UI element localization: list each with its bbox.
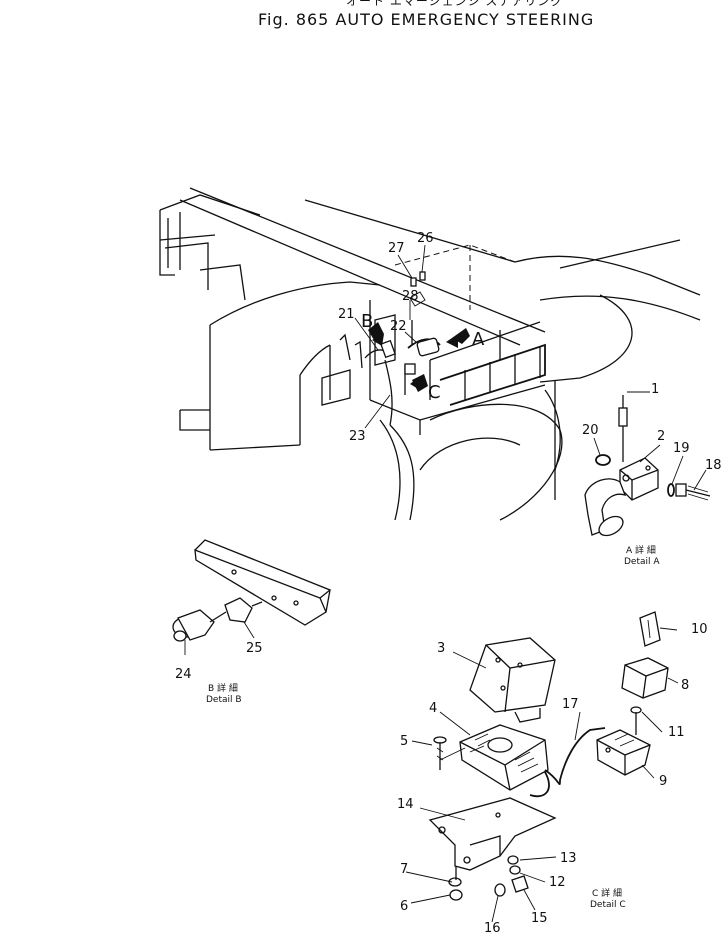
detail-b-caption: Detail B — [206, 695, 242, 705]
view-letter-a: A — [472, 329, 485, 350]
callout-18: 18 — [705, 458, 722, 473]
detail-a-drawing — [584, 391, 711, 537]
callout-22: 22 — [390, 319, 407, 334]
detail-c-caption: Detail C — [590, 900, 626, 910]
callout-20: 20 — [582, 423, 599, 438]
detail-b-caption-jp: B 詳 細 — [208, 682, 238, 694]
main-view-components — [364, 271, 441, 426]
callout-25: 25 — [246, 641, 263, 656]
callout-27: 27 — [388, 241, 405, 256]
detail-b-drawing — [172, 539, 332, 655]
view-letter-c: C — [428, 382, 441, 403]
callout-4: 4 — [429, 701, 437, 716]
callout-16: 16 — [484, 921, 501, 936]
callout-19: 19 — [673, 441, 690, 456]
leaders-main — [354, 244, 426, 429]
vehicle-body — [159, 187, 701, 521]
callout-9: 9 — [659, 774, 667, 789]
detail-c-caption-jp: C 詳 細 — [592, 887, 622, 899]
view-arrow-c: C — [410, 374, 441, 403]
callout-1: 1 — [651, 382, 659, 397]
callout-17: 17 — [562, 697, 579, 712]
callout-7: 7 — [400, 862, 408, 877]
detail-a-caption: Detail A — [624, 557, 660, 567]
detail-c-drawing — [405, 611, 679, 923]
callout-6: 6 — [400, 899, 408, 914]
detail-captions: A 詳 細 Detail A B 詳 細 Detail B C 詳 細 Deta… — [206, 544, 660, 910]
view-arrow-a: A — [446, 328, 485, 350]
callout-8: 8 — [681, 678, 689, 693]
detail-a-caption-jp: A 詳 細 — [626, 544, 656, 556]
callout-3: 3 — [437, 641, 445, 656]
callout-26: 26 — [417, 231, 434, 246]
callout-labels: 1 2 3 4 5 6 7 8 9 10 11 12 13 14 15 16 1… — [175, 231, 722, 936]
callout-28: 28 — [402, 289, 419, 304]
callout-12: 12 — [549, 875, 566, 890]
callout-23: 23 — [349, 429, 366, 444]
callout-21: 21 — [338, 307, 355, 322]
callout-24: 24 — [175, 667, 192, 682]
figure-title: Fig. 865 AUTO EMERGENCY STEERING — [258, 10, 595, 29]
callout-10: 10 — [691, 622, 708, 637]
washer — [448, 877, 462, 887]
callout-2: 2 — [657, 429, 665, 444]
callout-13: 13 — [560, 851, 577, 866]
callout-11: 11 — [668, 725, 685, 740]
callout-15: 15 — [531, 911, 548, 926]
view-letter-b: B — [361, 311, 373, 332]
callout-14: 14 — [397, 797, 414, 812]
title-japanese: オート エマージェンシ ステアリング — [346, 0, 564, 8]
callout-5: 5 — [400, 734, 408, 749]
view-arrow-b: B — [361, 311, 384, 346]
